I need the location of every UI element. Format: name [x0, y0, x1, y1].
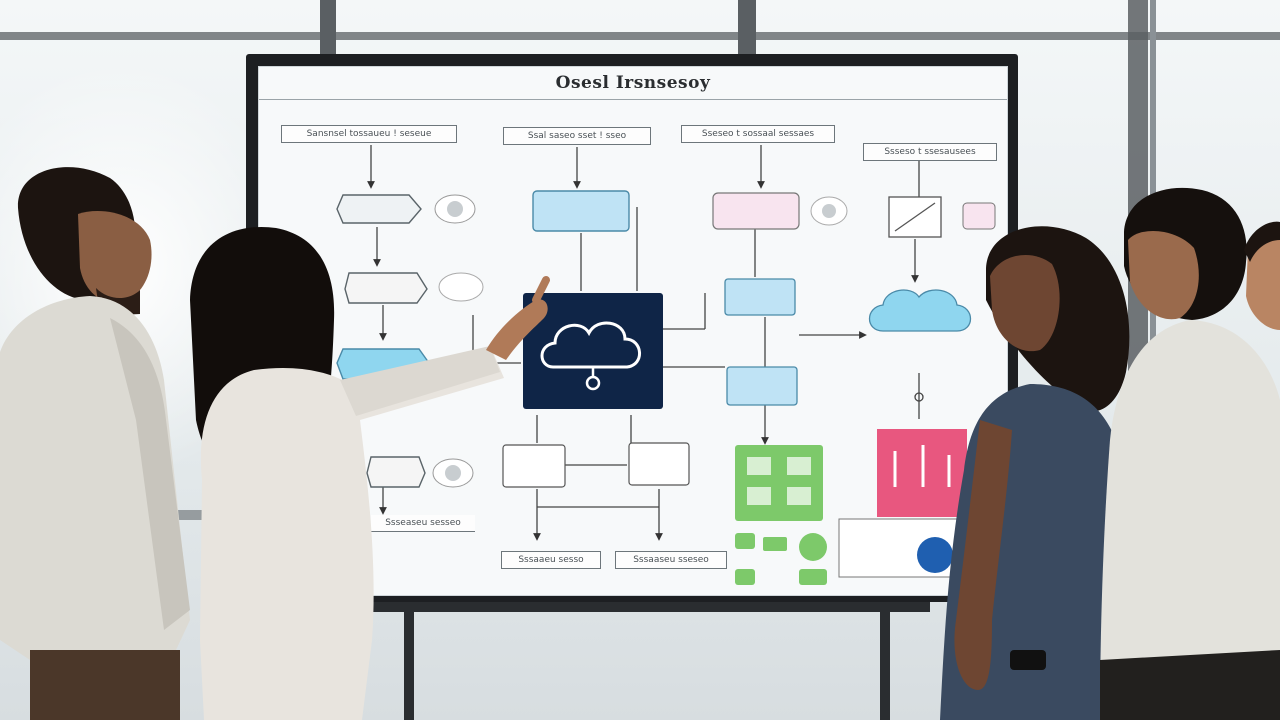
green-chip-1: [735, 533, 755, 549]
green-chip-2: [763, 537, 787, 551]
bottom-label-2: Sssaaseu sseseo: [615, 551, 727, 569]
node-c2-3: [628, 442, 690, 486]
window-mullion-top: [0, 32, 1280, 40]
bottom-label-left: Ssseaseu sesseo: [371, 515, 475, 532]
node-c3-3: [726, 366, 798, 406]
node-c1-1: [336, 194, 422, 224]
bottom-label-1: Sssaaeu sesso: [501, 551, 601, 569]
node-c3-2: [724, 278, 796, 316]
stand-crossbar: [370, 600, 930, 612]
column-label-3: Sseseo t sossaal sessaes: [681, 125, 835, 143]
stand-leg-left: [404, 600, 414, 720]
title-divider: [259, 99, 1007, 100]
column-label-1: Sansnsel tossaueu ! seseue: [281, 125, 457, 143]
icon-c1-1-dot: [447, 201, 463, 217]
cloud-tile: [523, 293, 663, 409]
green-chip-3: [799, 533, 827, 561]
person-woman-right: [940, 226, 1130, 720]
node-c1-4: [366, 456, 426, 488]
node-c1-2: [344, 272, 428, 304]
icon-c1-2: [438, 272, 484, 302]
node-c2-2: [502, 444, 566, 488]
node-c4: [914, 392, 924, 402]
person-man-left: [0, 167, 190, 720]
person-man-right: [1100, 187, 1280, 720]
column-label-4: Ssseso t ssesausees: [863, 143, 997, 161]
whiteboard-diagram: Osesl Irsnsesoy Sansnsel tossaueu ! sese…: [258, 66, 1008, 596]
window-mullion-left: [320, 0, 336, 54]
node-c3-1: [712, 192, 800, 230]
diagram-shapes: [336, 145, 996, 585]
node-c2-1: [532, 190, 630, 232]
window-mullion-mid: [738, 0, 756, 54]
stand-leg-right: [880, 600, 890, 720]
node-c4-side: [962, 202, 996, 230]
diagram-title: Osesl Irsnsesoy: [555, 73, 711, 93]
node-cyan-cloud: [868, 289, 972, 332]
person-far-right: [1244, 221, 1280, 330]
icon-c1-4-dot: [445, 465, 461, 481]
cloud-outline-icon: [540, 321, 641, 369]
column-label-2: Ssal saseo sset ! sseo: [503, 127, 651, 145]
person-woman-pointing: [190, 226, 550, 720]
blue-dot: [917, 537, 953, 573]
